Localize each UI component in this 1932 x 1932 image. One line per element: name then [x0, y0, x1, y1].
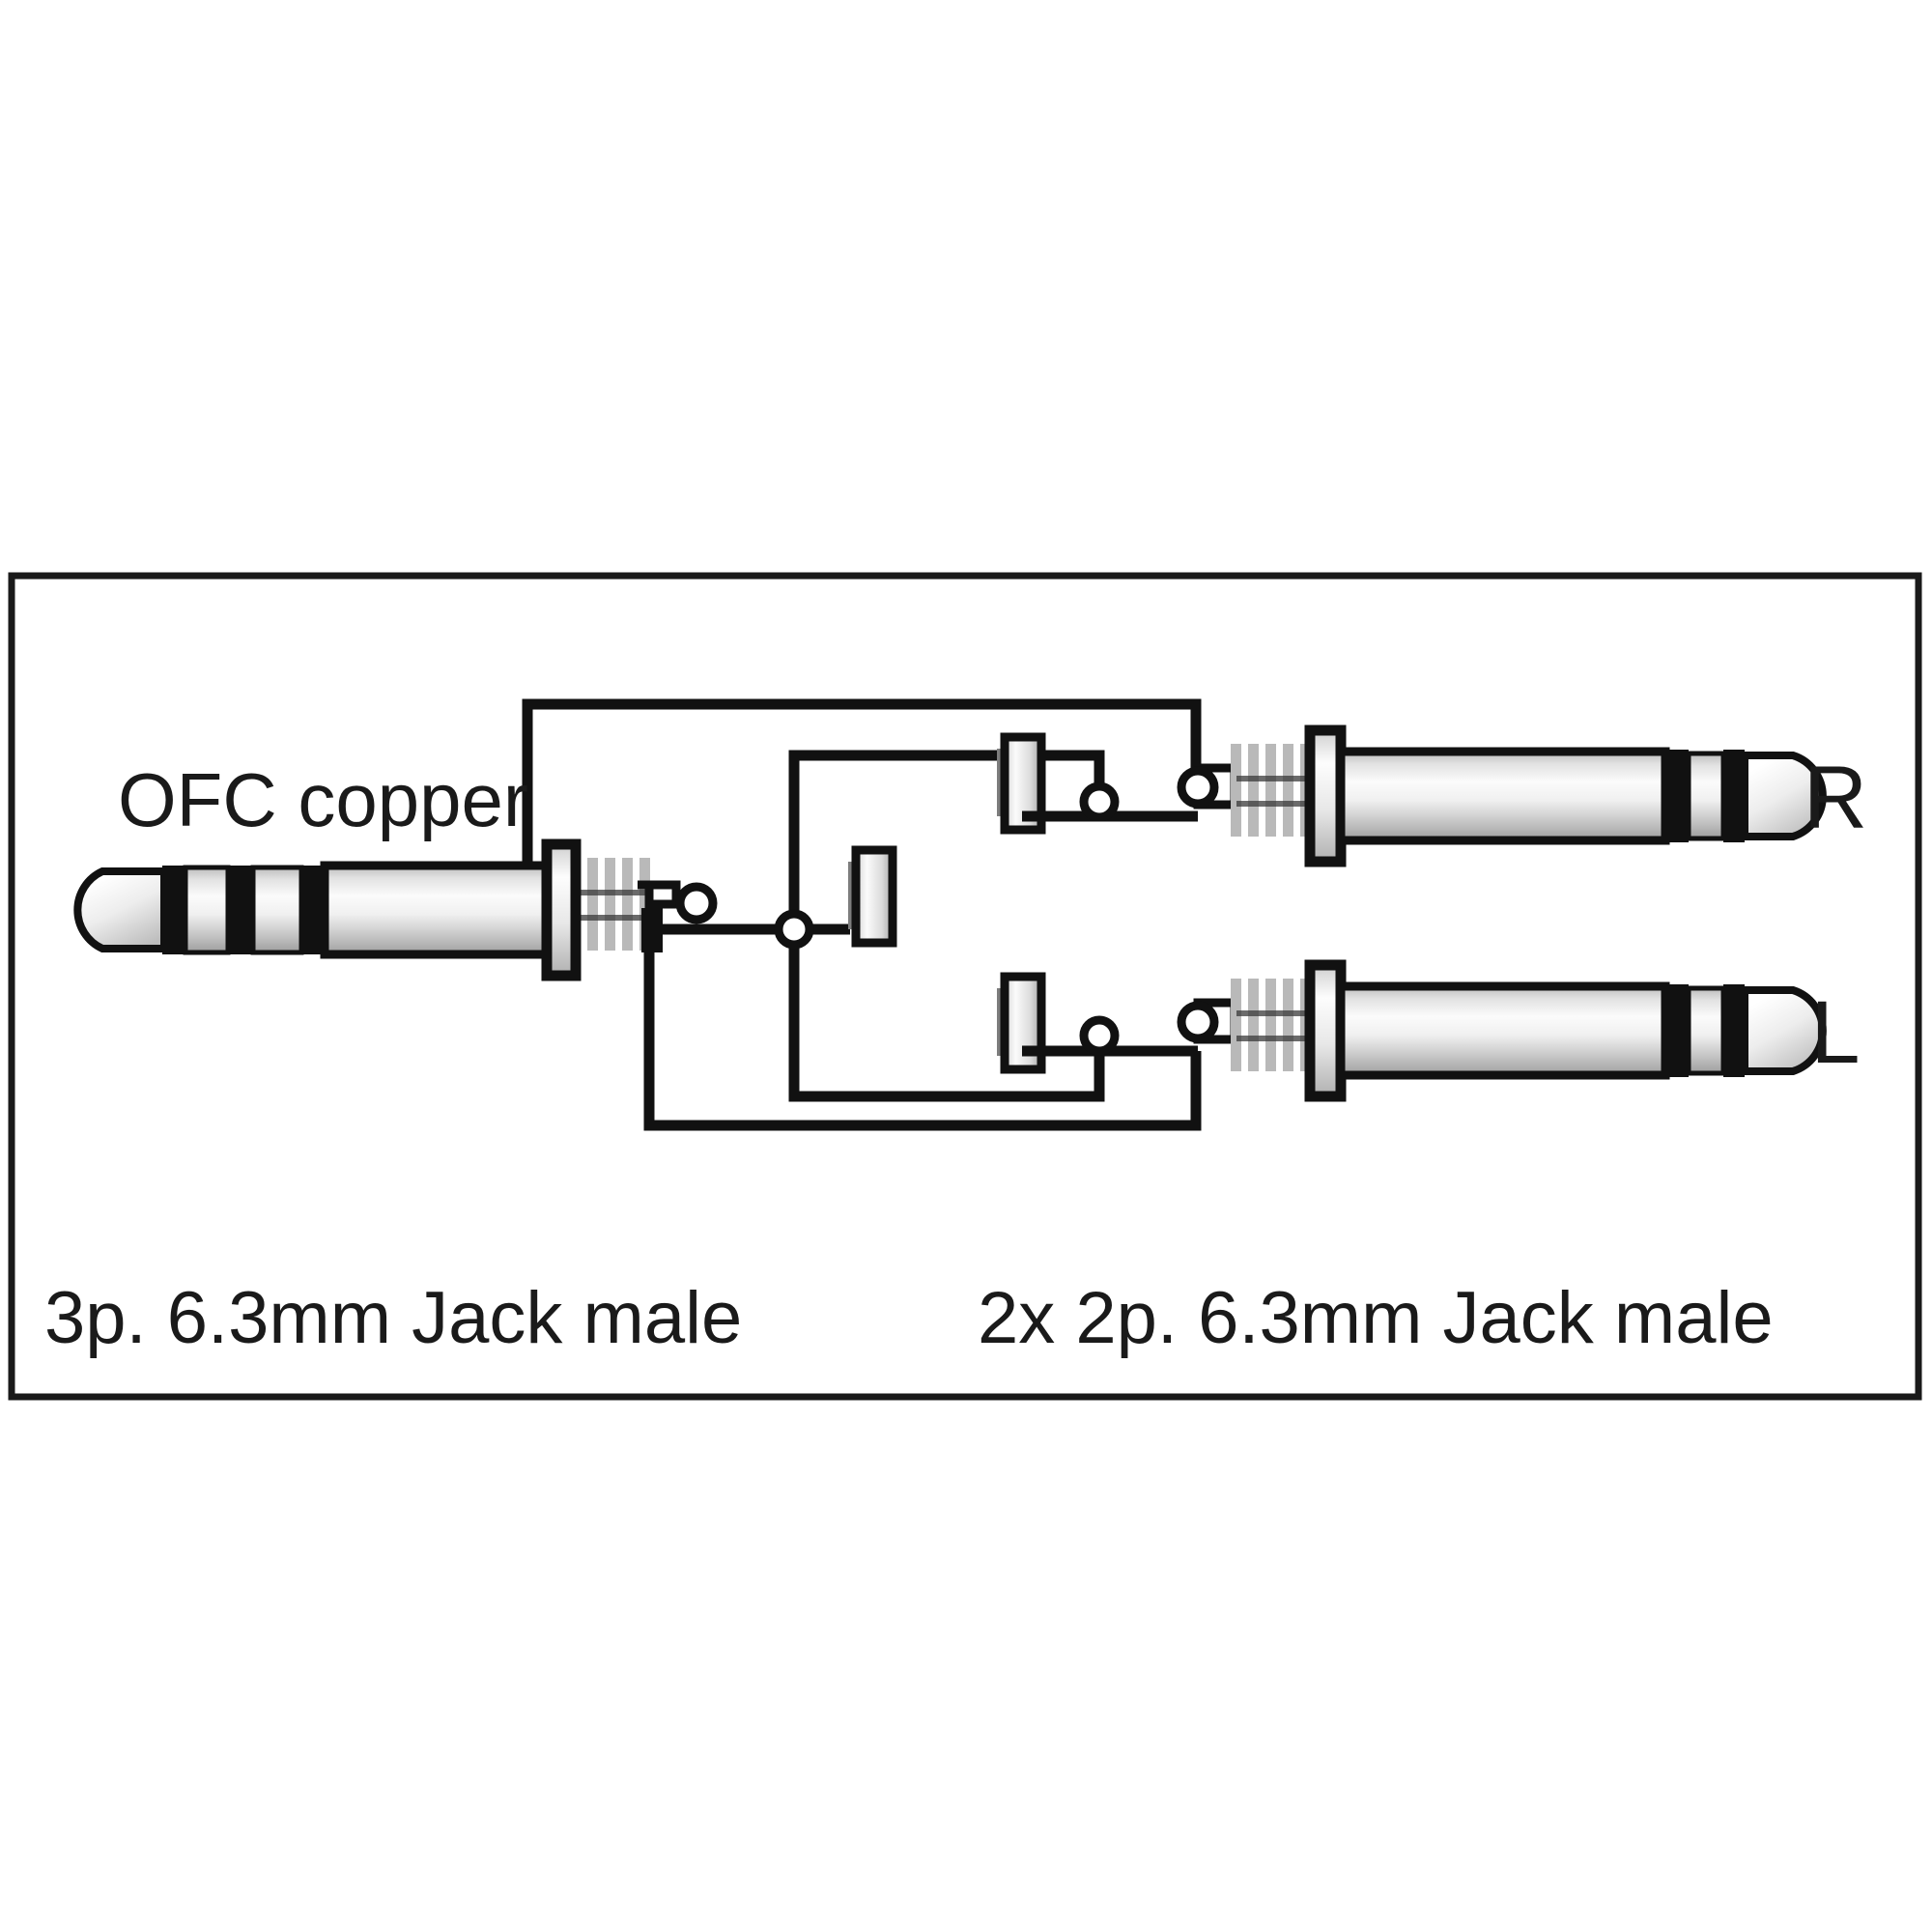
terminal-sleeve-L	[1177, 998, 1239, 1044]
plug-mid-band	[250, 865, 304, 955]
plug-flange-R	[1304, 724, 1347, 867]
label-ofc-copper: OFC copper	[118, 757, 528, 842]
connector-ts-jack-right-upper	[997, 724, 1827, 867]
connector-ts-jack-right-lower	[997, 959, 1827, 1102]
junction-dot-center	[774, 909, 814, 950]
plug-sleeve-left	[320, 861, 554, 959]
connector-trs-jack-left	[73, 838, 850, 981]
terminal-lug-center	[774, 845, 897, 950]
junction-dot-L	[1079, 1015, 1120, 1056]
plug-insulator-L	[1665, 984, 1689, 1077]
plug-tipband-R	[1686, 751, 1726, 841]
wire-tip-to-right	[522, 698, 1202, 903]
terminal-sleeve-R	[1177, 763, 1239, 810]
wire-group	[522, 698, 1202, 1131]
wire-ground-up	[788, 750, 1105, 929]
lug-tip-L	[1000, 972, 1046, 1074]
caption-left-connector: 3p. 6.3mm Jack male	[44, 1277, 742, 1359]
terminal-tip-left	[638, 880, 718, 924]
wire-ground-down	[788, 929, 1105, 1102]
plug-insulator-R2	[1723, 750, 1745, 842]
plug-insulator-L2	[1723, 984, 1745, 1077]
plug-sleeve-R	[1336, 747, 1670, 845]
plug-tip-left	[73, 867, 168, 952]
label-channel-right: R	[1804, 749, 1867, 847]
plug-flange-L	[1304, 959, 1347, 1102]
lug-tip-R	[1000, 732, 1046, 835]
caption-right-connectors: 2x 2p. 6.3mm Jack male	[978, 1277, 1774, 1359]
plug-insulator-ring-2	[228, 866, 253, 954]
plug-sleeve-L	[1336, 981, 1670, 1080]
plug-tip-R	[1741, 752, 1827, 840]
plug-ring-conductor	[183, 865, 231, 955]
plug-insulator-ring-1	[162, 866, 185, 954]
wire-ring-to-left	[643, 929, 1202, 1131]
plug-flange-left	[541, 838, 582, 981]
junction-dot-R	[1079, 781, 1120, 822]
plug-insulator-R	[1665, 750, 1689, 842]
label-channel-left: L	[1810, 983, 1860, 1082]
plug-tipband-L	[1686, 985, 1726, 1076]
plug-tip-L	[1741, 986, 1827, 1075]
